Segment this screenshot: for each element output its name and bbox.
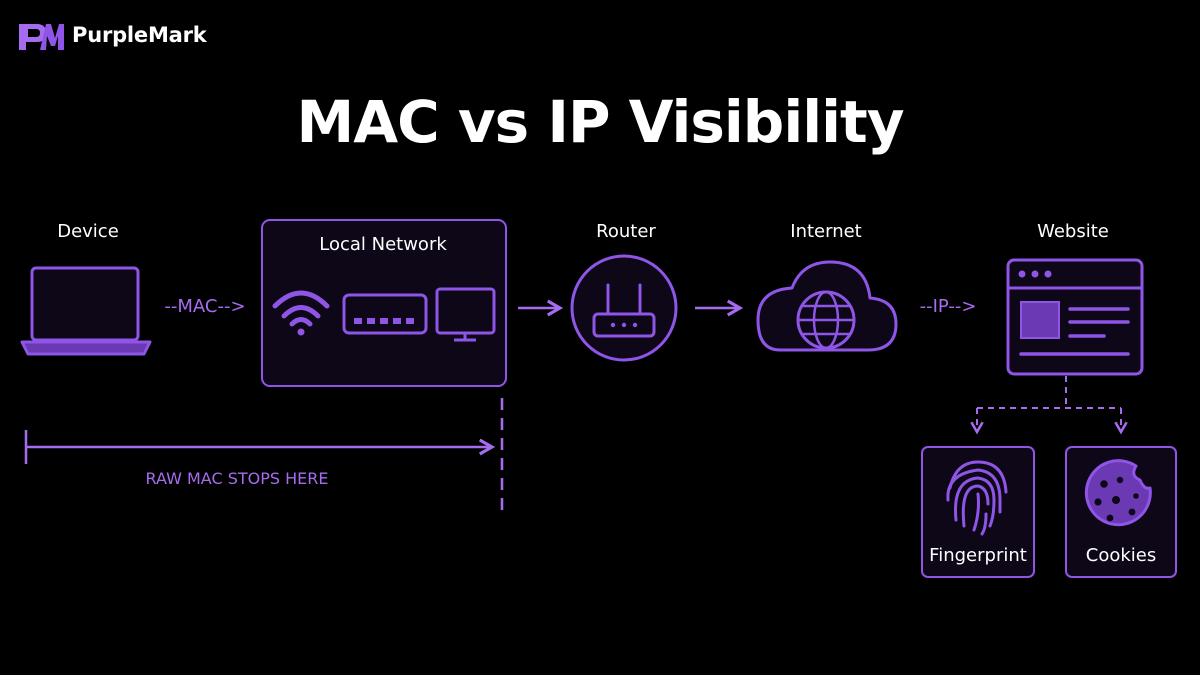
browser-window-icon (1006, 258, 1144, 376)
wifi-icon (272, 290, 330, 336)
cloud-globe-icon (756, 260, 898, 352)
brand-name: PurpleMark (72, 23, 207, 47)
page-title: MAC vs IP Visibility (296, 88, 904, 156)
fingerprint-label: Fingerprint (929, 545, 1027, 566)
cookies-label: Cookies (1085, 545, 1157, 566)
raw-mac-stops-note: RAW MAC STOPS HERE (145, 469, 329, 488)
local-network-label: Local Network (319, 234, 447, 255)
monitor-icon (435, 287, 496, 342)
brand: PurpleMark (18, 20, 207, 50)
mac-arrow-label: --MAC--> (164, 296, 246, 317)
ip-arrow-label: --IP--> (919, 296, 977, 317)
fingerprint-icon (946, 460, 1008, 536)
cookie-icon (1084, 459, 1152, 527)
switch-icon (342, 293, 428, 335)
router-label: Router (596, 221, 656, 242)
internet-label: Internet (790, 221, 862, 242)
device-label: Device (57, 221, 119, 242)
pm-monogram-icon (19, 24, 64, 50)
website-label: Website (1037, 221, 1109, 242)
router-icon (570, 254, 678, 362)
branch-connector (970, 376, 1128, 435)
brand-logo-space (18, 20, 64, 50)
laptop-icon (20, 266, 152, 356)
